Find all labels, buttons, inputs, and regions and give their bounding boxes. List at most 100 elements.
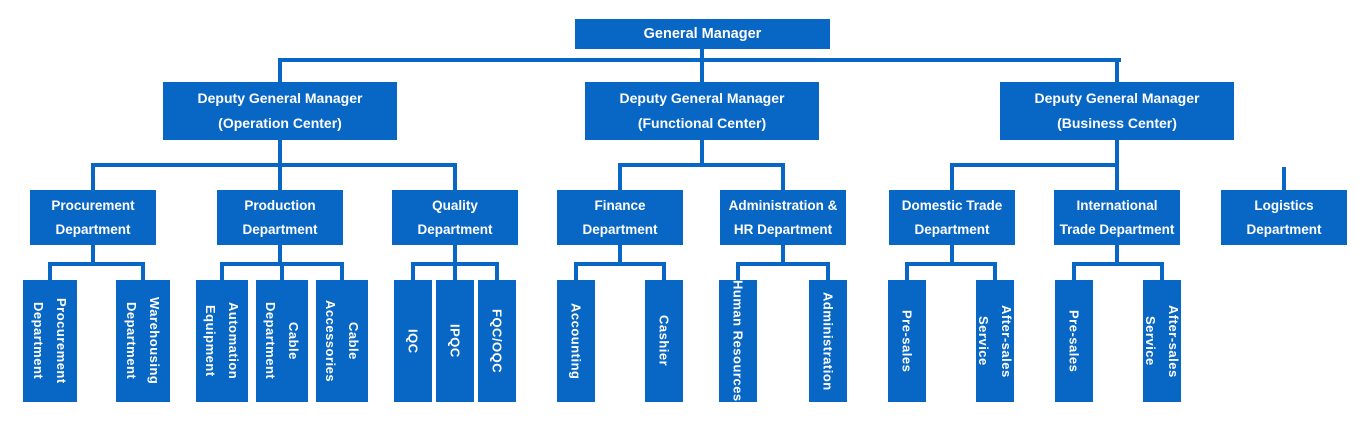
node-label: Department — [417, 221, 493, 237]
node-cable-accessories-unit: Cable Accessories — [316, 280, 368, 402]
node-domestic-after-sales-unit: After-sales Service — [976, 280, 1014, 402]
node-iqc-unit: IQC — [394, 280, 432, 402]
node-human-resources-unit: Human Resources — [719, 280, 757, 402]
node-ipqc-unit: IPQC — [436, 280, 474, 402]
connector-vertical — [662, 266, 666, 280]
node-label: International — [1076, 197, 1158, 213]
connector-vertical — [1115, 62, 1119, 82]
connector-vertical — [781, 245, 785, 262]
node-label: Deputy General Manager — [197, 90, 363, 106]
connector-vertical — [950, 245, 954, 262]
node-label: Department — [582, 221, 658, 237]
vertical-label: Human Resources — [730, 280, 746, 402]
node-label: Procurement — [51, 197, 135, 213]
connector-horizontal — [618, 163, 785, 167]
node-domestic-trade-department: Domestic Trade Department — [889, 190, 1015, 245]
connector-vertical — [618, 245, 622, 262]
node-international-pre-sales-unit: Pre-sales — [1055, 280, 1093, 402]
vertical-label: Automation Equipment — [203, 302, 241, 380]
connector-vertical — [278, 140, 282, 163]
node-administration-hr-department: Administration & HR Department — [720, 190, 846, 245]
vertical-label: Accounting — [568, 302, 584, 380]
connector-vertical — [278, 245, 282, 262]
node-label: HR Department — [733, 221, 833, 237]
vertical-label: After-sales Service — [976, 304, 1014, 378]
node-cashier-unit: Cashier — [645, 280, 683, 402]
node-label: Deputy General Manager — [1034, 90, 1200, 106]
vertical-label: Administration — [820, 291, 836, 391]
node-deputy-business-center: Deputy General Manager (Business Center) — [1000, 82, 1234, 140]
node-label: Department — [242, 221, 318, 237]
vertical-label: Cable Department — [263, 302, 301, 380]
connector-horizontal — [905, 262, 997, 266]
node-finance-department: Finance Department — [557, 190, 683, 245]
node-deputy-functional-center: Deputy General Manager (Functional Cente… — [585, 82, 819, 140]
vertical-label: Procurement Department — [31, 298, 69, 384]
connector-vertical — [453, 245, 457, 262]
connector-vertical — [993, 266, 997, 280]
connector-vertical — [495, 266, 499, 280]
vertical-label: FQC/OQC — [489, 308, 505, 374]
node-quality-department: Quality Department — [392, 190, 518, 245]
node-procurement-unit: Procurement Department — [23, 280, 77, 402]
node-label: Production — [244, 197, 316, 213]
node-label: Trade Department — [1059, 221, 1175, 237]
connector-vertical — [1160, 266, 1164, 280]
connector-vertical — [826, 266, 830, 280]
connector-vertical — [574, 266, 578, 280]
connector-vertical — [1115, 167, 1119, 190]
node-fqc-oqc-unit: FQC/OQC — [478, 280, 516, 402]
connector-vertical — [453, 167, 457, 190]
connector-vertical — [453, 266, 457, 280]
node-sublabel: (Business Center) — [1057, 115, 1177, 131]
connector-vertical — [278, 167, 282, 190]
connector-vertical — [618, 167, 622, 190]
connector-vertical — [781, 167, 785, 190]
connector-vertical — [950, 167, 954, 190]
node-procurement-department: Procurement Department — [30, 190, 156, 245]
connector-vertical — [736, 266, 740, 280]
node-sublabel: (Operation Center) — [218, 115, 342, 131]
node-label: Logistics — [1254, 197, 1314, 213]
node-logistics-department: Logistics Department — [1221, 190, 1347, 245]
vertical-label: IQC — [405, 328, 421, 354]
connector-vertical — [280, 266, 284, 280]
connector-horizontal — [220, 262, 344, 266]
connector-vertical — [1072, 266, 1076, 280]
connector-vertical — [48, 266, 52, 280]
vertical-label: Cashier — [656, 315, 672, 367]
node-label: Finance — [594, 197, 646, 213]
node-production-department: Production Department — [217, 190, 343, 245]
connector-horizontal — [574, 262, 666, 266]
node-deputy-operation-center: Deputy General Manager (Operation Center… — [163, 82, 397, 140]
connector-vertical — [700, 62, 704, 82]
vertical-label: Pre-sales — [899, 309, 915, 373]
node-international-after-sales-unit: After-sales Service — [1143, 280, 1181, 402]
node-label: Department — [55, 221, 131, 237]
vertical-label: Pre-sales — [1066, 309, 1082, 373]
node-label: Administration & — [728, 197, 838, 213]
connector-horizontal — [1072, 262, 1164, 266]
node-cable-department-unit: Cable Department — [256, 280, 308, 402]
connector-horizontal — [736, 262, 830, 266]
node-label: Deputy General Manager — [619, 90, 785, 106]
node-automation-equipment-unit: Automation Equipment — [196, 280, 248, 402]
vertical-label: IPQC — [447, 324, 463, 358]
connector-vertical — [141, 266, 145, 280]
connector-horizontal — [278, 58, 1121, 62]
node-label: Department — [914, 221, 990, 237]
connector-vertical — [1115, 245, 1119, 262]
connector-vertical — [700, 48, 704, 58]
node-international-trade-department: International Trade Department — [1054, 190, 1180, 245]
connector-vertical — [220, 266, 224, 280]
node-general-manager: General Manager — [575, 19, 830, 49]
connector-vertical — [91, 167, 95, 190]
connector-vertical — [905, 266, 909, 280]
node-administration-unit: Administration — [809, 280, 847, 402]
connector-vertical — [1282, 167, 1286, 190]
vertical-label: Warehousing Department — [124, 297, 162, 385]
vertical-label: Cable Accessories — [323, 299, 361, 383]
connector-vertical — [340, 266, 344, 280]
connector-vertical — [1115, 140, 1119, 163]
